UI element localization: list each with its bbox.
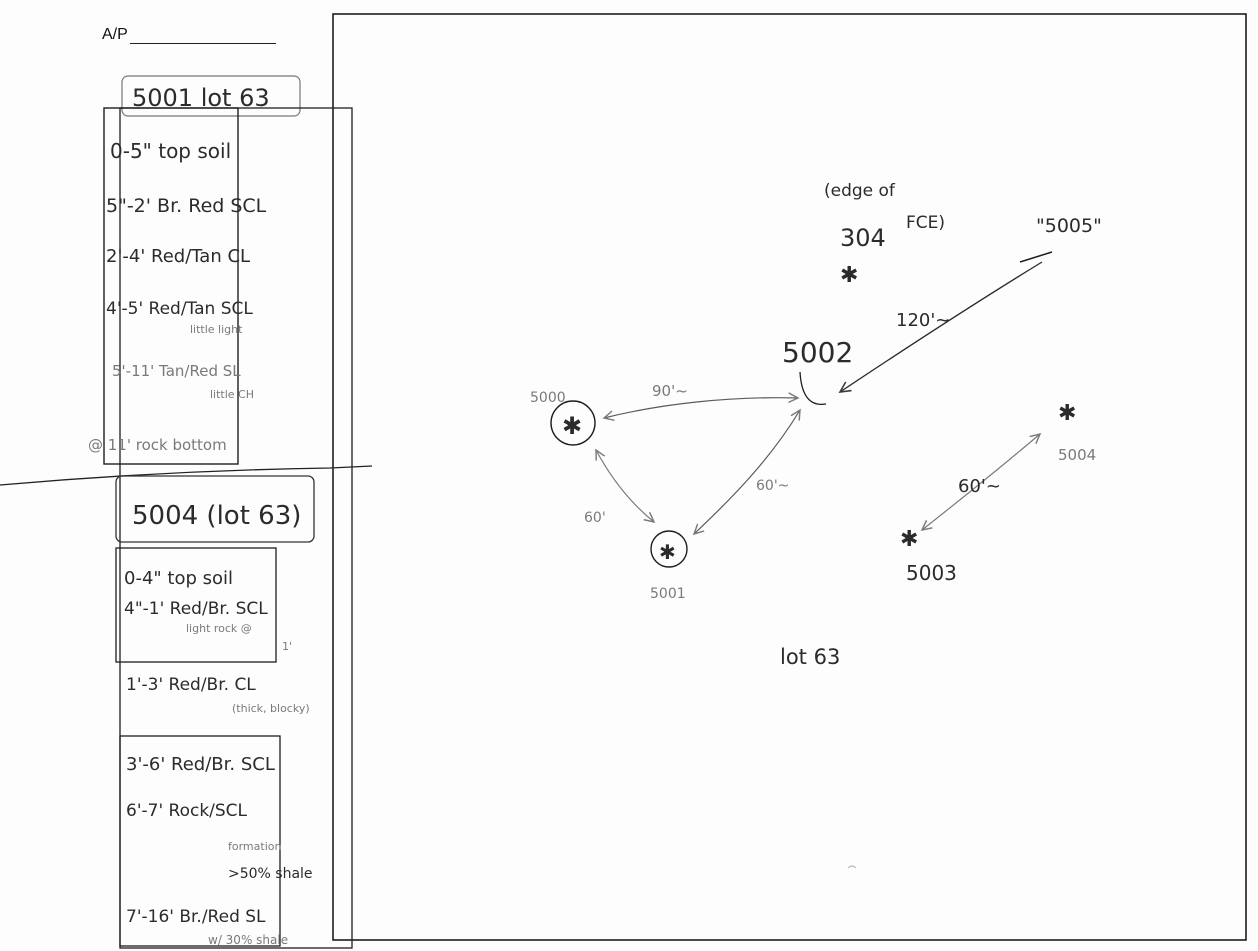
edge-note-line-1: (edge of [824,181,896,201]
log-5004-entry-6: (thick, blocky) [232,702,310,715]
log-5004-entry-1: 0-4" top soil [124,568,233,589]
boring-5004-log-box [115,547,277,663]
log-5001-entry-4: 4'-5' Red/Tan SCL [106,299,253,319]
point-5000-circle [550,400,596,446]
line-5000-5001 [596,450,654,522]
distance-5000-5002: 90'~ [652,382,688,400]
label-5000: 5000 [530,390,566,406]
point-5001-circle [650,530,688,568]
point-304-asterisk: ✱ [840,263,858,288]
point-5001-asterisk: ✱ [659,540,676,564]
log-5004-entry-9: formation [228,840,281,853]
label-5003: 5003 [906,561,957,585]
log-5004-entry-7: 3'-6' Red/Br. SCL [126,754,275,775]
log-5004-entry-3: light rock @ [186,622,252,635]
log-5001-entry-6: 5'-11' Tan/Red SL [112,362,241,380]
boring-5004-title-box [115,475,315,543]
label-5004: 5004 [1058,446,1096,464]
divider-line [0,465,373,486]
lot-label: lot 63 [780,645,840,669]
log-5001-entry-3: 2'-4' Red/Tan CL [106,246,250,267]
sketch-frame [332,13,1247,941]
line-5003-5004 [922,434,1040,530]
point-5005-mark [1019,251,1053,263]
log-5004-entry-4: 1' [282,640,292,653]
point-5003-asterisk: ✱ [900,527,918,552]
log-5004-entry-8: 6'-7' Rock/SCL [126,801,248,821]
ap-blank-line [129,29,276,44]
boring-5001-title-box [121,75,301,117]
distance-5000-5001: 60' [584,510,606,526]
label-5005: "5005" [1036,215,1102,237]
log-5001-entry-8: @ 11' rock bottom [88,436,227,454]
log-5004-entry-11: 7'-16' Br./Red SL [126,907,266,927]
point-5000-asterisk: ✱ [562,412,582,440]
ap-label: A/P [102,26,128,43]
edge-note-line-2: FCE) [906,213,945,233]
log-5001-entry-7: little CH [210,388,254,401]
distance-5003-5004: 60'~ [958,476,1001,497]
log-5004-entry-12: w/ 30% shale [208,933,288,947]
log-column-frame [119,107,353,949]
boring-5004-title: 5004 (lot 63) [132,501,301,531]
log-5001-entry-2: 5"-2' Br. Red SCL [106,195,267,217]
ap-header: A/P [102,26,276,44]
boring-5004-lower-box [119,735,281,947]
point-5002-mark [799,371,827,406]
line-5000-5002 [604,398,798,418]
label-5002: 5002 [782,336,853,369]
log-5001-entry-1: 0-5" top soil [110,139,231,163]
distance-5002-5001: 60'~ [756,478,789,494]
point-5004-asterisk: ✱ [1058,401,1076,426]
log-5004-entry-10: >50% shale [228,866,313,882]
log-5004-entry-2: 4"-1' Red/Br. SCL [124,599,268,619]
distance-5002-5005: 120'~ [896,310,950,331]
label-304: 304 [840,224,886,252]
log-5001-entry-5: little light [190,323,243,336]
line-5002-5005 [840,261,1043,392]
log-5004-entry-5: 1'-3' Red/Br. CL [126,675,256,695]
line-5002-5001 [694,410,800,534]
scan-smudge [847,865,857,869]
boring-5001-title: 5001 lot 63 [132,84,270,112]
label-5001: 5001 [650,586,686,602]
